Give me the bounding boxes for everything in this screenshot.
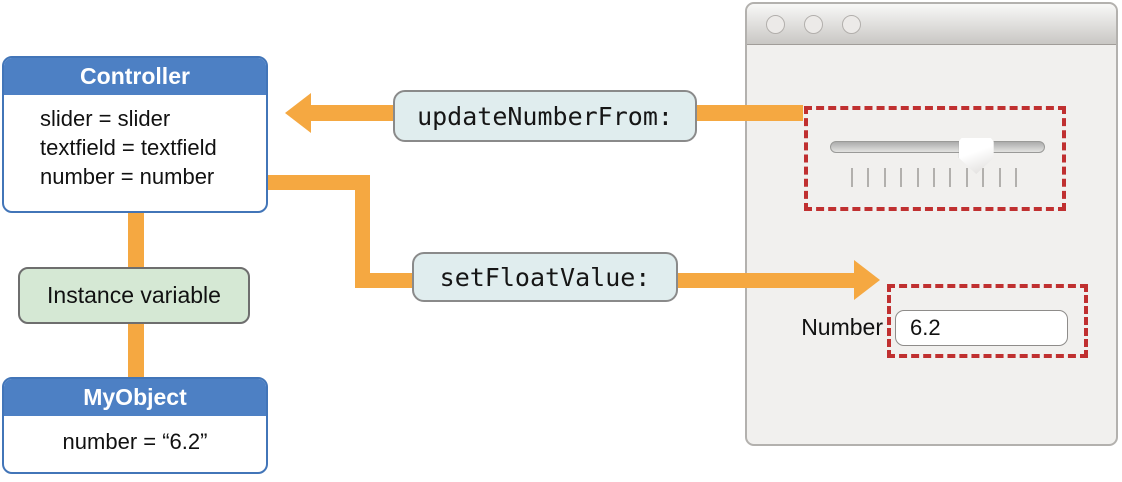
instance-variable-box: Instance variable bbox=[18, 267, 250, 324]
myobject-title: MyObject bbox=[4, 379, 266, 416]
slider-tick bbox=[932, 168, 935, 187]
slider-tick bbox=[900, 168, 903, 187]
set-float-value-text: setFloatValue: bbox=[439, 262, 651, 292]
update-number-from-text: updateNumberFrom: bbox=[417, 101, 673, 131]
slider-tick bbox=[916, 168, 919, 187]
setfloat-arrow-right-arrowhead bbox=[854, 260, 880, 300]
controller-title: Controller bbox=[4, 58, 266, 95]
controller-body: slider = slider textfield = textfield nu… bbox=[4, 95, 266, 191]
setfloat-arrow-segment-b bbox=[355, 175, 370, 288]
set-float-value-label: setFloatValue: bbox=[412, 252, 678, 302]
number-field-label: Number bbox=[801, 314, 883, 340]
update-number-from-label: updateNumberFrom: bbox=[393, 90, 697, 142]
update-arrow-left-arrowhead bbox=[285, 93, 311, 133]
slider-tick-marks bbox=[851, 168, 1017, 187]
instance-variable-label: Instance variable bbox=[47, 282, 221, 308]
setfloat-arrow-segment-a bbox=[268, 175, 370, 190]
slider-tick bbox=[965, 168, 968, 187]
slider-tick bbox=[851, 168, 853, 187]
controller-line-number: number = number bbox=[40, 164, 215, 189]
slider-tick bbox=[883, 168, 886, 187]
number-input[interactable] bbox=[895, 310, 1068, 346]
slider-tick bbox=[998, 168, 1001, 187]
slider-annotation-rectangle bbox=[804, 106, 1066, 211]
slider-tick bbox=[982, 168, 985, 187]
controller-line-textfield: textfield = textfield bbox=[40, 135, 217, 160]
myobject-body: number = “6.2” bbox=[62, 429, 208, 454]
slider-tick bbox=[1014, 168, 1017, 187]
app-window: Number bbox=[745, 2, 1118, 446]
minimize-button[interactable] bbox=[804, 15, 823, 34]
zoom-button[interactable] bbox=[842, 15, 861, 34]
controller-line-slider: slider = slider bbox=[40, 106, 171, 131]
textfield-annotation-rectangle bbox=[887, 284, 1088, 358]
close-button[interactable] bbox=[766, 15, 785, 34]
slider-tick bbox=[867, 168, 870, 187]
window-titlebar[interactable] bbox=[747, 4, 1116, 45]
slider-tick bbox=[949, 168, 952, 187]
myobject-box: MyObject number = “6.2” bbox=[2, 377, 268, 474]
controller-box: Controller slider = slider textfield = t… bbox=[2, 56, 268, 213]
